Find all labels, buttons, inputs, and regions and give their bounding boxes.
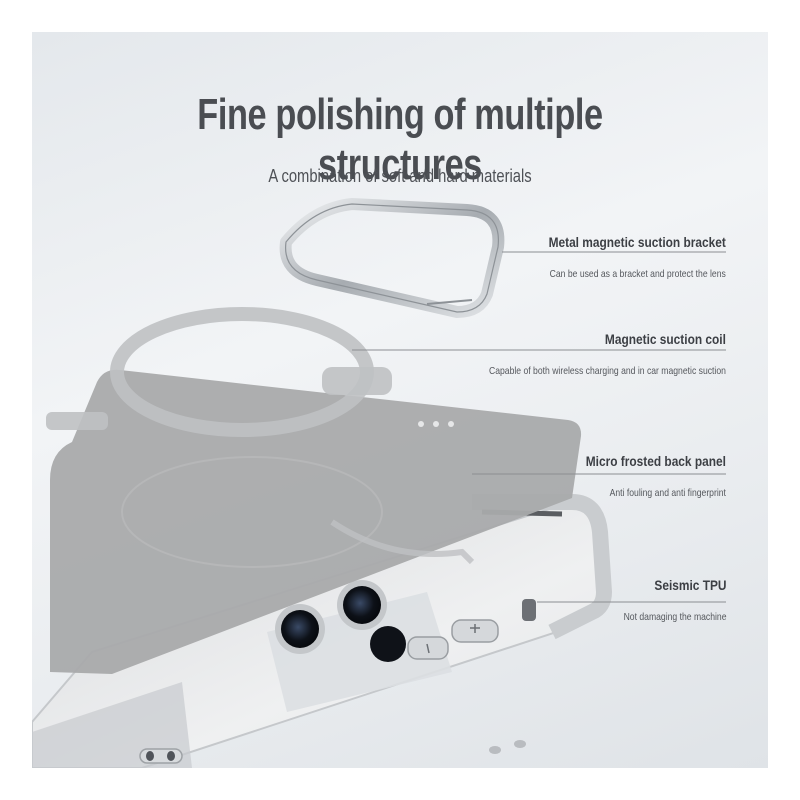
side-buttons bbox=[407, 619, 499, 660]
callout-heading: Seismic TPU bbox=[653, 577, 726, 593]
metal-bracket bbox=[279, 198, 505, 318]
callout-heading: Magnetic suction coil bbox=[604, 331, 726, 347]
page-title: Fine polishing of multiple structures bbox=[197, 90, 603, 189]
magnetic-coil bbox=[46, 307, 475, 565]
callout-heading: Micro frosted back panel bbox=[585, 453, 726, 469]
callout-description: Capable of both wireless charging and in… bbox=[489, 365, 726, 377]
page-subtitle: A combination of soft and hard materials bbox=[268, 166, 532, 186]
callout-description: Can be used as a bracket and protect the… bbox=[549, 268, 726, 280]
callout-description: Anti fouling and anti fingerprint bbox=[609, 487, 726, 499]
callout-back-panel: Micro frosted back panel Anti fouling an… bbox=[561, 453, 726, 499]
camera-module bbox=[267, 580, 452, 712]
callout-seismic-tpu: Seismic TPU Not damaging the machine bbox=[601, 577, 726, 623]
exploded-case-illustration bbox=[32, 198, 726, 768]
phone-edge-details bbox=[139, 740, 526, 764]
callout-description: Not damaging the machine bbox=[623, 611, 726, 623]
callout-magnetic-coil: Magnetic suction coil Capable of both wi… bbox=[437, 331, 726, 377]
product-infographic: Fine polishing of multiple structures A … bbox=[32, 32, 768, 768]
leader-lines bbox=[352, 251, 726, 603]
frosted-back-panel bbox=[50, 369, 582, 674]
callout-metal-bracket: Metal magnetic suction bracket Can be us… bbox=[511, 234, 726, 280]
callout-heading: Metal magnetic suction bracket bbox=[548, 234, 726, 250]
